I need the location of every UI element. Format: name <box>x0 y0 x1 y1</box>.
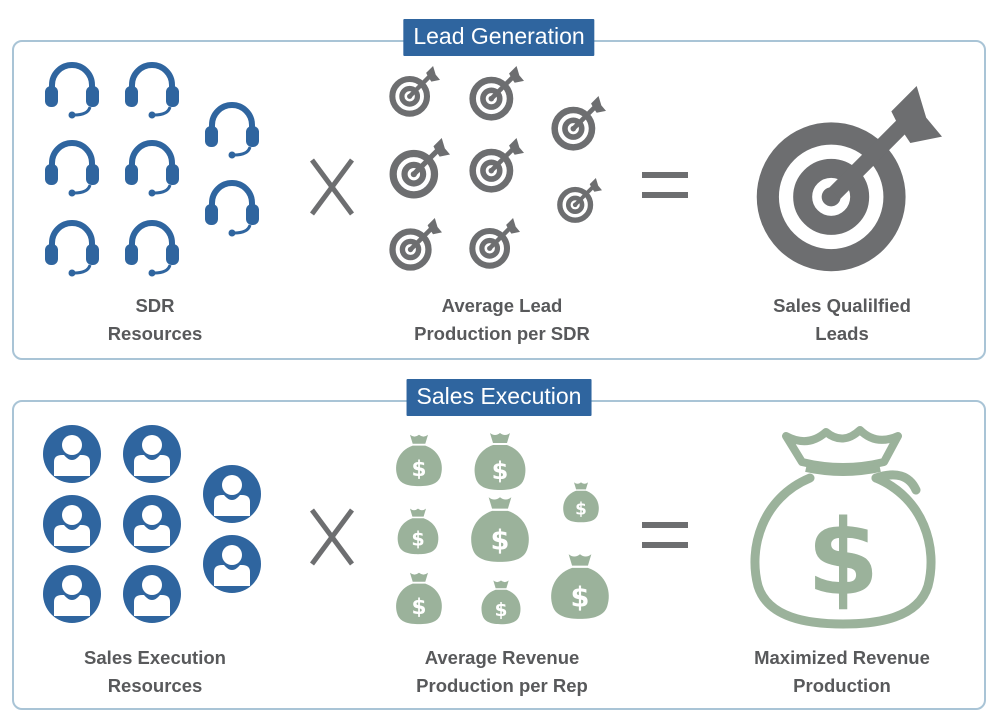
headset-icon <box>42 58 102 120</box>
target-arrow-icon <box>388 138 450 200</box>
target-arrow-icon <box>550 96 606 152</box>
multiply-operator <box>309 508 355 566</box>
equals-operator <box>642 172 688 198</box>
target-arrow-icon <box>388 66 440 118</box>
money-bag-icon <box>392 570 446 626</box>
svg-text:$: $ <box>807 497 879 619</box>
headset-icon <box>202 98 262 160</box>
equals-operator <box>642 522 688 548</box>
person-icon <box>202 464 262 524</box>
headset-icon <box>122 58 182 120</box>
headset-icon <box>122 136 182 198</box>
money-bag-icon <box>394 506 442 556</box>
target-arrow-icon <box>752 86 942 276</box>
headset-icon <box>202 176 262 238</box>
headset-icon <box>42 216 102 278</box>
person-icon <box>122 564 182 624</box>
target-arrow-icon <box>556 178 602 224</box>
person-icon <box>42 564 102 624</box>
money-bag-icon <box>478 578 524 626</box>
person-icon <box>42 494 102 554</box>
money-bag-icon <box>466 494 534 564</box>
target-arrow-icon <box>388 218 442 272</box>
headset-icon <box>122 216 182 278</box>
money-bag-icon <box>470 430 530 492</box>
money-bag-icon <box>560 480 602 524</box>
target-arrow-icon <box>468 218 520 270</box>
average-revenue-production-label: Average Revenue Production per Rep <box>416 647 588 696</box>
sales-qualified-leads-label: Sales Qualilfied Leads <box>773 295 911 344</box>
sales-execution-resources-label: Sales Execution Resources <box>84 647 226 696</box>
average-lead-production-label: Average Lead Production per SDR <box>414 295 590 344</box>
sdr-resources-label: SDR Resources <box>107 295 203 344</box>
multiply-operator <box>309 158 355 216</box>
person-icon <box>42 424 102 484</box>
lead-generation-title: Lead Generation <box>403 19 595 56</box>
person-icon <box>122 494 182 554</box>
maximized-revenue-label: Maximized Revenue Production <box>754 647 930 696</box>
person-icon <box>202 534 262 594</box>
sales-execution-title: Sales Execution <box>406 379 592 416</box>
headset-icon <box>42 136 102 198</box>
target-arrow-icon <box>468 66 524 122</box>
target-arrow-icon <box>468 138 524 194</box>
money-bag-icon: $ <box>750 426 936 629</box>
money-bag-icon <box>392 432 446 488</box>
person-icon <box>122 424 182 484</box>
money-bag-icon <box>546 550 614 622</box>
